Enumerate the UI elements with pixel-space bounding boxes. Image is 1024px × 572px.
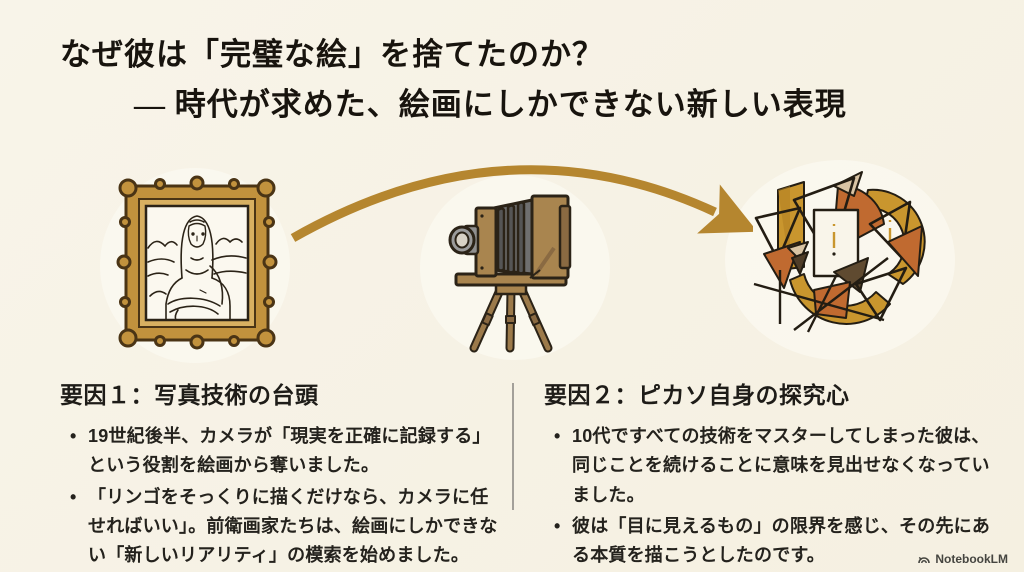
title-line-2: ― 時代が求めた、絵画にしかできない新しい表現 bbox=[134, 87, 847, 122]
notebooklm-label: NotebookLM bbox=[935, 552, 1008, 566]
factor-2-heading: 要因２：ピカソ自身の探究心 bbox=[544, 382, 850, 408]
notebooklm-logo-icon bbox=[918, 556, 931, 564]
factor-2-bullet-1: 10代ですべての技術をマスターしてしまった彼は、同じことを続けることに意味を見出… bbox=[552, 422, 996, 510]
factor-1-section: 要因１：写真技術の台頭 19世紀後半、カメラが「現実を正確に記録する」という役割… bbox=[60, 376, 506, 572]
factor-2-bullet-2: 彼は「目に見えるもの」の限界を感じ、その先にある本質を描こうとしたのです。 bbox=[552, 512, 996, 571]
factor-1-bullet-1: 19世紀後半、カメラが「現実を正確に記録する」という役割を絵画から奪いました。 bbox=[68, 422, 506, 481]
factor-2-section: 要因２：ピカソ自身の探究心 10代ですべての技術をマスターしてしまった彼は、同じ… bbox=[544, 376, 996, 572]
factor-1-list: 19世紀後半、カメラが「現実を正確に記録する」という役割を絵画から奪いました。 … bbox=[60, 422, 506, 571]
mona-lisa-painting-icon bbox=[116, 175, 278, 350]
cubist-artwork-icon bbox=[753, 171, 926, 333]
factor-1-bullet-2: 「リンゴをそっくりに描くだけなら、カメラに任せればいい」。前衛画家たちは、絵画に… bbox=[68, 483, 506, 571]
title-line-1: なぜ彼は「完璧な絵」を捨てたのか？ bbox=[60, 37, 604, 72]
factor-1-heading: 要因１：写真技術の台頭 bbox=[60, 382, 319, 408]
column-divider bbox=[512, 383, 514, 510]
curved-arrow bbox=[290, 165, 753, 242]
slide-title: なぜ彼は「完璧な絵」を捨てたのか？ ― 時代が求めた、絵画にしかできない新しい表… bbox=[60, 30, 980, 130]
factor-2-list: 10代ですべての技術をマスターしてしまった彼は、同じことを続けることに意味を見出… bbox=[544, 422, 996, 571]
antique-camera-icon bbox=[448, 194, 572, 353]
notebooklm-branding: NotebookLM bbox=[917, 552, 1008, 566]
